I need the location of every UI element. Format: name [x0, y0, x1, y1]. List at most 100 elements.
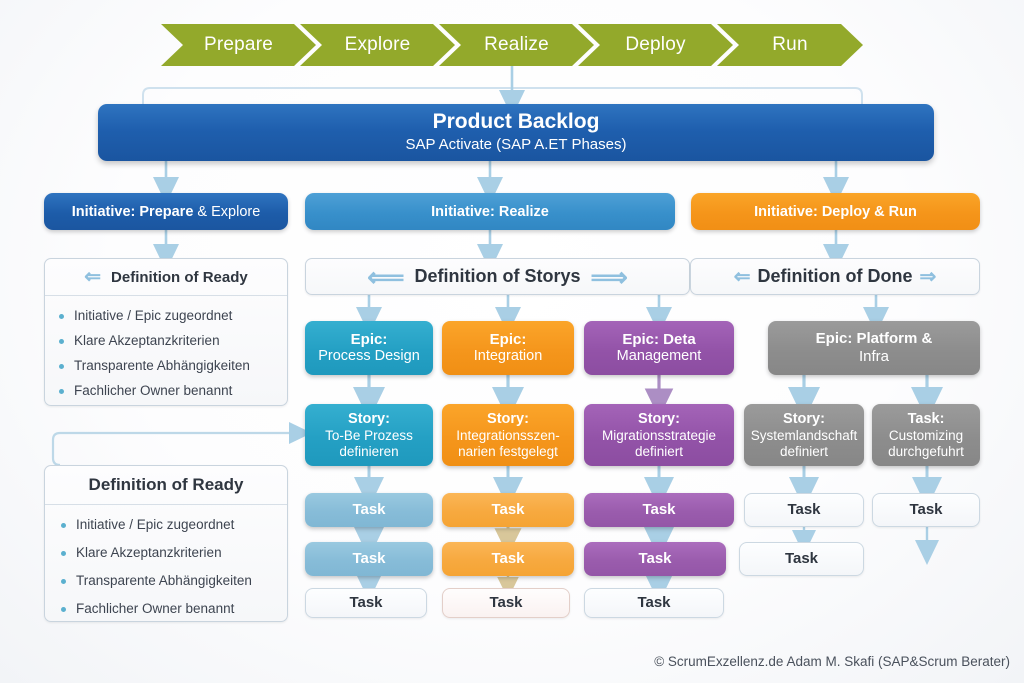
list-item: Transparente Abhängigkeiten: [57, 573, 277, 590]
task-label: Task: [352, 550, 386, 568]
task-col5-row1[interactable]: Task: [872, 493, 980, 527]
story-to-be-prozess[interactable]: Story: To-Be Prozess definieren: [305, 404, 433, 466]
phase-label: Realize: [484, 34, 549, 55]
task-col2-row3[interactable]: Task: [442, 588, 570, 618]
task-col1-row2[interactable]: Task: [305, 542, 433, 576]
phase-label: Deploy: [625, 34, 686, 55]
list-item: Fachlicher Owner benannt: [57, 601, 277, 618]
initiative-bold: Deploy & Run: [821, 203, 917, 220]
story-head: Story:: [348, 410, 390, 427]
task-label: Task: [489, 594, 523, 612]
phase-label: Run: [772, 34, 808, 55]
task-col3-row1[interactable]: Task: [584, 493, 734, 527]
definition-of-storys-panel: ⟸ Definition of Storys ⟹: [305, 258, 690, 295]
definition-of-storys-label: Definition of Storys: [414, 266, 581, 286]
task-col2-row2[interactable]: Task: [442, 542, 574, 576]
epic-head: Epic:: [489, 330, 527, 348]
right-arrow-icon: ⇒: [919, 265, 937, 288]
task-label: Task: [352, 501, 386, 519]
initiative-bold: Realize: [498, 203, 549, 220]
product-backlog-banner[interactable]: Product Backlog SAP Activate (SAP A.ET P…: [98, 104, 934, 161]
epic-head: Epic: Platform &: [815, 330, 933, 348]
task-sub-line-2: durchgefuhrt: [888, 443, 964, 459]
left-arrow-icon: ⇐: [733, 265, 751, 288]
task-label: Task: [491, 501, 525, 519]
task-label: Task: [909, 501, 943, 519]
list-item: Fachlicher Owner benannt: [55, 383, 277, 400]
epic-integration[interactable]: Epic: Integration: [442, 321, 574, 375]
list-item: Initiative / Epic zugeordnet: [57, 517, 277, 534]
story-systemlandschaft[interactable]: Story: Systemlandschaft definiert: [744, 404, 864, 466]
story-sub-line-2: definieren: [339, 443, 399, 459]
epic-sub: Management: [616, 348, 702, 365]
list-item: Klare Akzeptanzkriterien: [57, 545, 277, 562]
epic-sub: Integration: [473, 348, 543, 365]
task-col3-row2[interactable]: Task: [584, 542, 726, 576]
definition-of-ready-panel-bottom: Definition of Ready Initiative / Epic zu…: [44, 465, 288, 622]
initiative-prefix: Initiative:: [71, 203, 140, 220]
left-arrow-icon: ⟸: [367, 261, 405, 292]
definition-of-ready-header-top: ⇐ Definition of Ready: [45, 259, 287, 296]
story-head: Story:: [783, 410, 825, 427]
task-col4-row2[interactable]: Task: [739, 542, 864, 576]
initiative-prefix: Initiative:: [754, 203, 822, 220]
task-label: Task: [638, 550, 672, 568]
epic-process-design[interactable]: Epic: Process Design: [305, 321, 433, 375]
list-item: Klare Akzeptanzkriterien: [55, 333, 277, 350]
phase-chevron-deploy[interactable]: Deploy: [578, 24, 733, 66]
task-col3-row3[interactable]: Task: [584, 588, 724, 618]
story-migrationsstrategie[interactable]: Story: Migrationsstrategie definiert: [584, 404, 734, 466]
story-head: Story:: [638, 410, 680, 427]
epic-sub: Process Design: [318, 348, 420, 365]
product-backlog-subtitle: SAP Activate (SAP A.ET Phases): [405, 135, 627, 153]
dor-bullet-list-top: Initiative / Epic zugeordnet Klare Akzep…: [45, 296, 287, 400]
story-sub-line-1: Integrationsszen-: [456, 427, 560, 443]
phase-chevron-explore[interactable]: Explore: [300, 24, 455, 66]
task-customizing[interactable]: Task: Customizing durchgefuhrt: [872, 404, 980, 466]
phase-label: Explore: [344, 34, 411, 55]
story-sub-line-2: narien festgelegt: [458, 443, 558, 459]
product-backlog-title: Product Backlog: [432, 109, 600, 133]
copyright-footer: © ScrumExzellenz.de Adam M. Skafi (SAP&S…: [654, 654, 1010, 669]
epic-head: Epic:: [350, 330, 388, 348]
definition-of-ready-title-bottom: Definition of Ready: [45, 466, 287, 505]
story-sub-line-2: definiert: [634, 443, 684, 459]
initiative-bold: Prepare: [139, 203, 194, 220]
definition-of-ready-label: Definition of Ready: [111, 268, 248, 286]
story-sub-line-1: To-Be Prozess: [325, 427, 413, 443]
epic-data-management[interactable]: Epic: Deta Management: [584, 321, 734, 375]
right-arrow-icon: ⟹: [590, 261, 628, 292]
phase-chevron-run[interactable]: Run: [717, 24, 863, 66]
task-label: Task: [642, 501, 676, 519]
initiative-prefix: Initiative:: [431, 203, 499, 220]
dor-bullet-list-bottom: Initiative / Epic zugeordnet Klare Akzep…: [45, 505, 287, 618]
definition-of-storys-header: ⟸ Definition of Storys ⟹: [306, 259, 689, 294]
story-head: Story:: [487, 410, 529, 427]
epic-sub: Infra: [858, 348, 889, 365]
story-integrationsszenarien[interactable]: Story: Integrationsszen- narien festgele…: [442, 404, 574, 466]
epic-head: Epic: Deta: [622, 330, 696, 348]
task-col1-row1[interactable]: Task: [305, 493, 433, 527]
definition-of-ready-panel-top: ⇐ Definition of Ready Initiative / Epic …: [44, 258, 288, 406]
definition-of-done-header: ⇐ Definition of Done ⇒: [691, 259, 979, 294]
task-col2-row1[interactable]: Task: [442, 493, 574, 527]
task-label: Task: [637, 594, 671, 612]
task-col4-row1[interactable]: Task: [744, 493, 864, 527]
initiative-realize[interactable]: Initiative: Realize: [305, 193, 675, 230]
initiative-prepare-explore[interactable]: Initiative: Prepare & Explore: [44, 193, 288, 230]
phase-label: Prepare: [204, 34, 273, 55]
left-arrow-icon: ⇐: [84, 266, 102, 288]
epic-platform-infra[interactable]: Epic: Platform & Infra: [768, 321, 980, 375]
task-label: Task: [491, 550, 525, 568]
story-sub-line-1: Migrationsstrategie: [601, 427, 717, 443]
phase-chevron-realize[interactable]: Realize: [439, 24, 594, 66]
story-sub-line-1: Systemlandschaft: [750, 427, 858, 443]
task-label: Task: [349, 594, 383, 612]
phase-chevron-prepare[interactable]: Prepare: [161, 24, 316, 66]
list-item: Initiative / Epic zugeordnet: [55, 308, 277, 325]
task-head: Task:: [907, 410, 945, 427]
list-item: Transparente Abhängigkeiten: [55, 358, 277, 375]
task-col1-row3[interactable]: Task: [305, 588, 427, 618]
initiative-deploy-run[interactable]: Initiative: Deploy & Run: [691, 193, 980, 230]
